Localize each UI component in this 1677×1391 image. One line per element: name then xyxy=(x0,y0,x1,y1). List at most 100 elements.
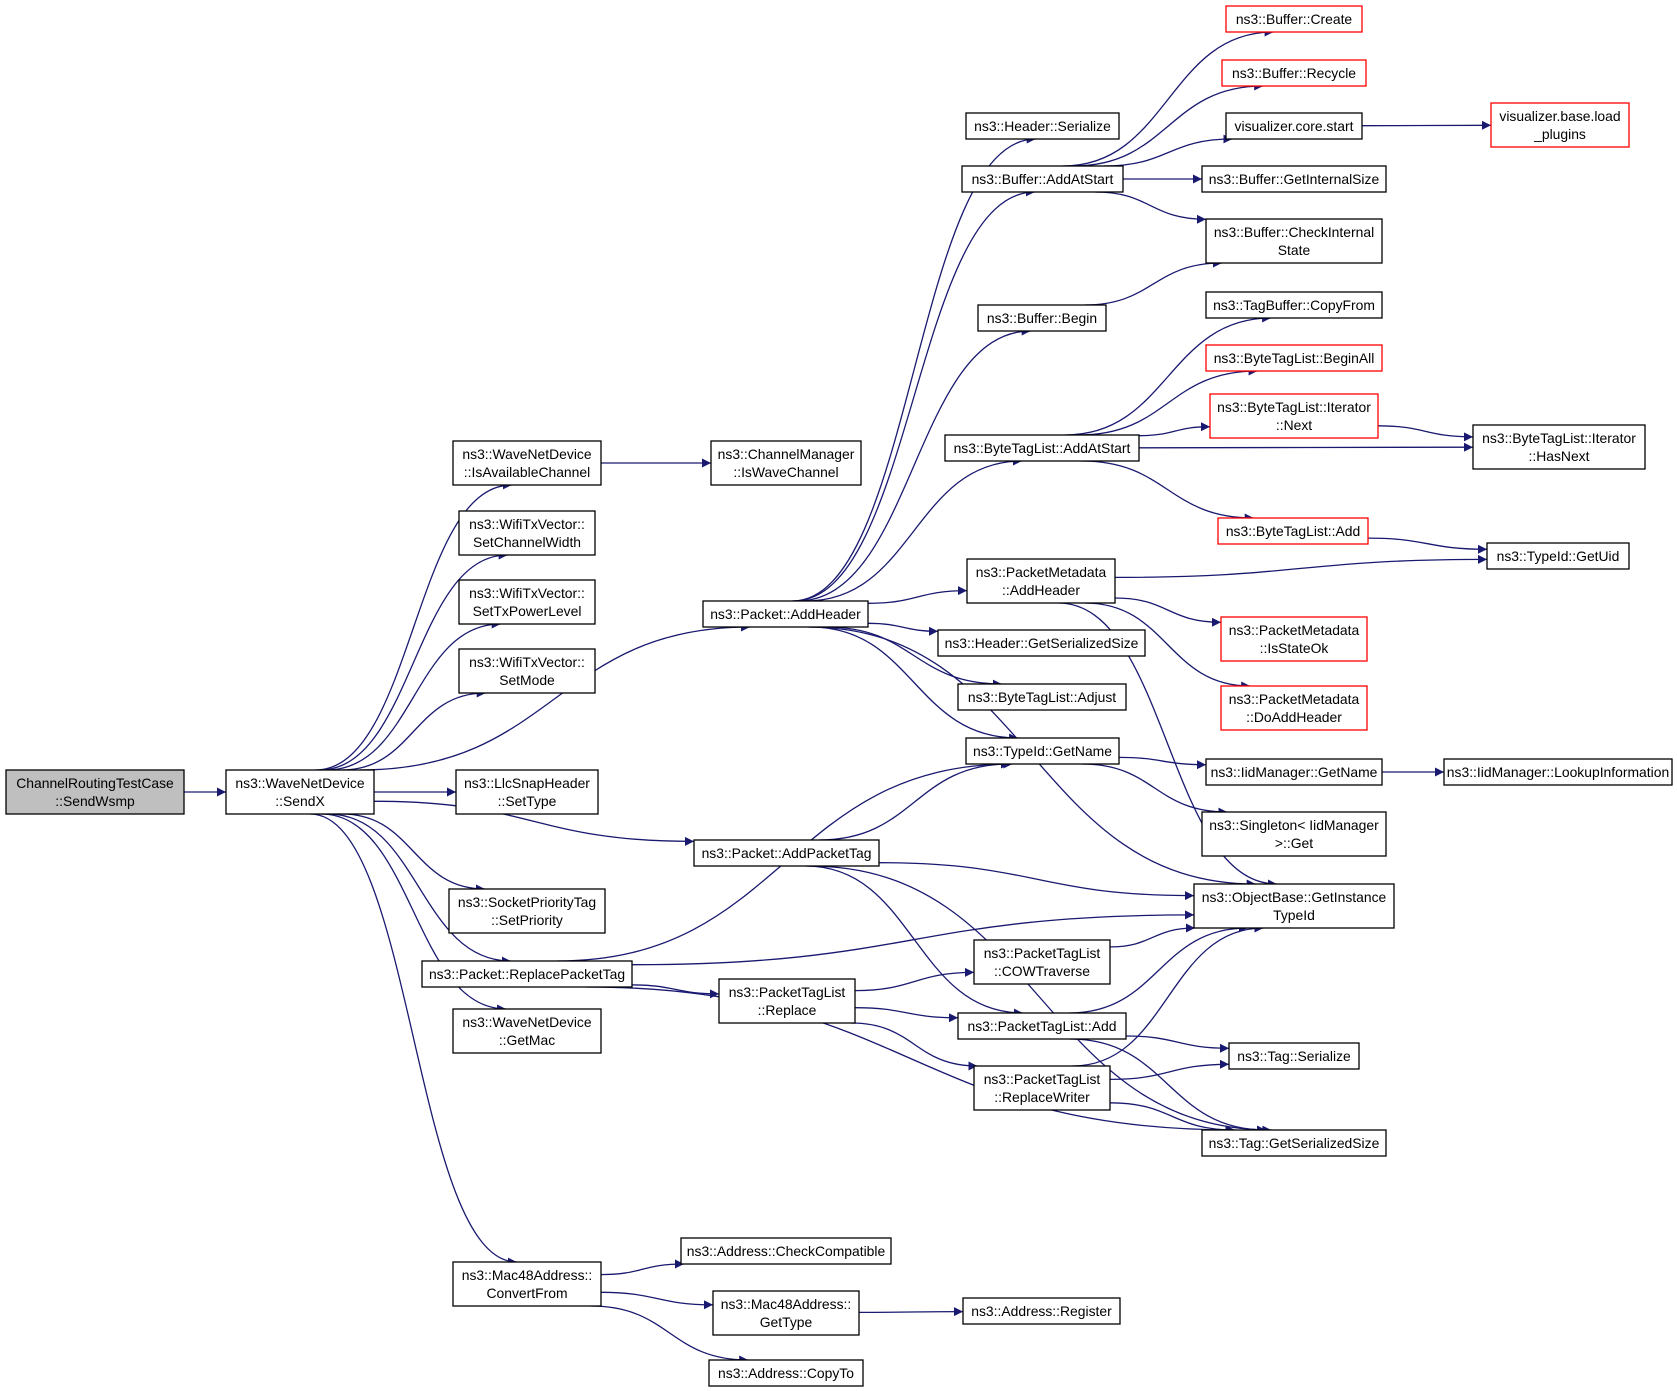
node-label: ns3::Mac48Address:: xyxy=(721,1296,851,1312)
node-box xyxy=(458,579,596,625)
node-label: ::HasNext xyxy=(1529,448,1590,464)
node-box xyxy=(5,769,185,815)
node-pmisstateok[interactable]: ns3::PacketMetadata::IsStateOk xyxy=(1220,616,1368,662)
node-label: ns3::Packet::AddHeader xyxy=(710,606,861,622)
node-singletonget[interactable]: ns3::Singleton< IidManager>::Get xyxy=(1201,811,1387,857)
node-btladdatstart[interactable]: ns3::ByteTagList::AddAtStart xyxy=(944,434,1140,462)
node-tbcopyfrom[interactable]: ns3::TagBuffer::CopyFrom xyxy=(1205,291,1383,319)
node-macgettype[interactable]: ns3::Mac48Address::GetType xyxy=(712,1290,860,1336)
edge-btladdatstart-to-tbcopyfrom xyxy=(1064,313,1272,436)
node-getmac[interactable]: ns3::WaveNetDevice::GetMac xyxy=(452,1008,602,1054)
edge-addheader-to-pmaddheader xyxy=(867,586,968,604)
edge-btladdatstart-to-btlbeginall xyxy=(1078,366,1258,436)
node-btladjust[interactable]: ns3::ByteTagList::Adjust xyxy=(957,683,1127,711)
node-copyto[interactable]: ns3::Address::CopyTo xyxy=(708,1359,864,1387)
node-isavail[interactable]: ns3::WaveNetDevice::IsAvailableChannel xyxy=(452,440,602,486)
node-box xyxy=(702,600,869,628)
node-label: ns3::IidManager::GetName xyxy=(1211,764,1378,780)
node-label: SetChannelWidth xyxy=(473,534,581,550)
node-root[interactable]: ChannelRoutingTestCase::SendWsmp xyxy=(5,769,185,815)
node-sendx[interactable]: ns3::WaveNetDevice::SendX xyxy=(225,769,375,815)
node-taggetsersize[interactable]: ns3::Tag::GetSerializedSize xyxy=(1201,1129,1387,1157)
node-addheader[interactable]: ns3::Packet::AddHeader xyxy=(702,600,869,628)
node-ptlrepwriter[interactable]: ns3::PacketTagList::ReplaceWriter xyxy=(973,1065,1111,1111)
node-typeidgetuid[interactable]: ns3::TypeId::GetUid xyxy=(1486,542,1630,570)
node-settxp[interactable]: ns3::WifiTxVector::SetTxPowerLevel xyxy=(458,579,596,625)
node-box xyxy=(966,558,1116,604)
node-label: >::Get xyxy=(1275,835,1313,851)
node-label: ::IsWaveChannel xyxy=(733,464,838,480)
node-box xyxy=(1472,424,1646,470)
node-iidgetname[interactable]: ns3::IidManager::GetName xyxy=(1205,758,1383,786)
node-vizstart[interactable]: visualizer.core.start xyxy=(1225,112,1363,140)
node-label: ns3::Packet::ReplacePacketTag xyxy=(429,966,625,982)
node-setprio[interactable]: ns3::SocketPriorityTag::SetPriority xyxy=(448,888,606,934)
node-bufcreate[interactable]: ns3::Buffer::Create xyxy=(1225,5,1363,33)
node-iidlookup[interactable]: ns3::IidManager::LookupInformation xyxy=(1443,758,1673,786)
node-iswave[interactable]: ns3::ChannelManager::IsWaveChannel xyxy=(710,440,862,486)
node-typeidgetname[interactable]: ns3::TypeId::GetName xyxy=(965,737,1120,765)
node-label: ChannelRoutingTestCase xyxy=(16,775,174,791)
node-tagserialize[interactable]: ns3::Tag::Serialize xyxy=(1228,1042,1360,1070)
node-box xyxy=(1221,59,1367,87)
edge-addpkttag-to-obgetinst xyxy=(878,862,1195,901)
node-setmode[interactable]: ns3::WifiTxVector::SetMode xyxy=(458,648,596,694)
edge-sendx-to-convfrom xyxy=(310,813,517,1267)
edge-sendx-to-settxp xyxy=(326,619,501,771)
node-box xyxy=(458,510,596,556)
node-convfrom[interactable]: ns3::Mac48Address::ConvertFrom xyxy=(452,1261,602,1307)
edge-ptlreplace-to-ptladd xyxy=(854,1007,959,1023)
edge-ptladd-to-tagserialize xyxy=(1125,1035,1230,1053)
edge-ptlrepwriter-to-taggetsersize xyxy=(1109,1102,1235,1135)
edge-pmaddheader-to-pmdoaddheader xyxy=(1084,602,1251,691)
node-setchw[interactable]: ns3::WifiTxVector::SetChannelWidth xyxy=(458,510,596,556)
node-pmaddheader[interactable]: ns3::PacketMetadata::AddHeader xyxy=(966,558,1116,604)
node-ptlcow[interactable]: ns3::PacketTagList::COWTraverse xyxy=(973,939,1111,985)
node-label: ns3::Buffer::Create xyxy=(1236,11,1353,27)
node-box xyxy=(421,960,633,988)
node-hdrserialize[interactable]: ns3::Header::Serialize xyxy=(965,112,1120,140)
node-label: ::COWTraverse xyxy=(994,963,1090,979)
node-ptlreplace[interactable]: ns3::PacketTagList::Replace xyxy=(718,978,856,1024)
node-label: ::IsStateOk xyxy=(1260,640,1329,656)
node-bufrecycle[interactable]: ns3::Buffer::Recycle xyxy=(1221,59,1367,87)
node-label: ns3::ByteTagList::Adjust xyxy=(968,689,1116,705)
node-btlithasnext[interactable]: ns3::ByteTagList::Iterator::HasNext xyxy=(1472,424,1646,470)
node-btlitnext[interactable]: ns3::ByteTagList::Iterator::Next xyxy=(1209,393,1379,439)
node-bufgetint[interactable]: ns3::Buffer::GetInternalSize xyxy=(1201,165,1387,193)
edge-addheader-to-hdrserialize xyxy=(792,134,1036,602)
node-llcsettype[interactable]: ns3::LlcSnapHeader::SetType xyxy=(455,769,599,815)
edge-btladd-to-typeidgetuid xyxy=(1367,537,1488,554)
node-label: SetMode xyxy=(499,672,555,688)
node-box xyxy=(1205,291,1383,319)
node-box xyxy=(1220,616,1368,662)
node-label: ::AddHeader xyxy=(1002,582,1080,598)
node-label: ns3::TagBuffer::CopyFrom xyxy=(1213,297,1375,313)
node-label: ns3::Header::GetSerializedSize xyxy=(945,635,1139,651)
node-vizload[interactable]: visualizer.base.load_plugins xyxy=(1490,102,1630,148)
edge-btladdatstart-to-btlitnext xyxy=(1138,422,1211,437)
node-box xyxy=(455,769,599,815)
node-checkcompat[interactable]: ns3::Address::CheckCompatible xyxy=(680,1237,892,1265)
node-ptladd[interactable]: ns3::PacketTagList::Add xyxy=(957,1012,1127,1040)
node-addrregister[interactable]: ns3::Address::Register xyxy=(962,1297,1121,1325)
node-label: ns3::ByteTagList::AddAtStart xyxy=(954,440,1131,456)
node-box xyxy=(1443,758,1673,786)
node-bufaddatstart[interactable]: ns3::Buffer::AddAtStart xyxy=(961,165,1124,193)
node-hdrgetsersize[interactable]: ns3::Header::GetSerializedSize xyxy=(937,629,1146,657)
edge-sendx-to-replacepkttag xyxy=(327,813,511,966)
node-replacepkttag[interactable]: ns3::Packet::ReplacePacketTag xyxy=(421,960,633,988)
node-btladd[interactable]: ns3::ByteTagList::Add xyxy=(1217,517,1369,545)
node-label: ns3::ObjectBase::GetInstance xyxy=(1202,889,1387,905)
edge-ptlrepwriter-to-obgetinst xyxy=(1072,923,1264,1067)
node-bufbegin[interactable]: ns3::Buffer::Begin xyxy=(977,304,1107,332)
node-box xyxy=(1201,1129,1387,1157)
edge-sendx-to-isavail xyxy=(315,480,512,771)
node-pmdoaddheader[interactable]: ns3::PacketMetadata::DoAddHeader xyxy=(1220,685,1368,731)
node-btlbeginall[interactable]: ns3::ByteTagList::BeginAll xyxy=(1205,344,1383,372)
node-label: SetTxPowerLevel xyxy=(473,603,582,619)
node-addpkttag[interactable]: ns3::Packet::AddPacketTag xyxy=(693,839,880,867)
